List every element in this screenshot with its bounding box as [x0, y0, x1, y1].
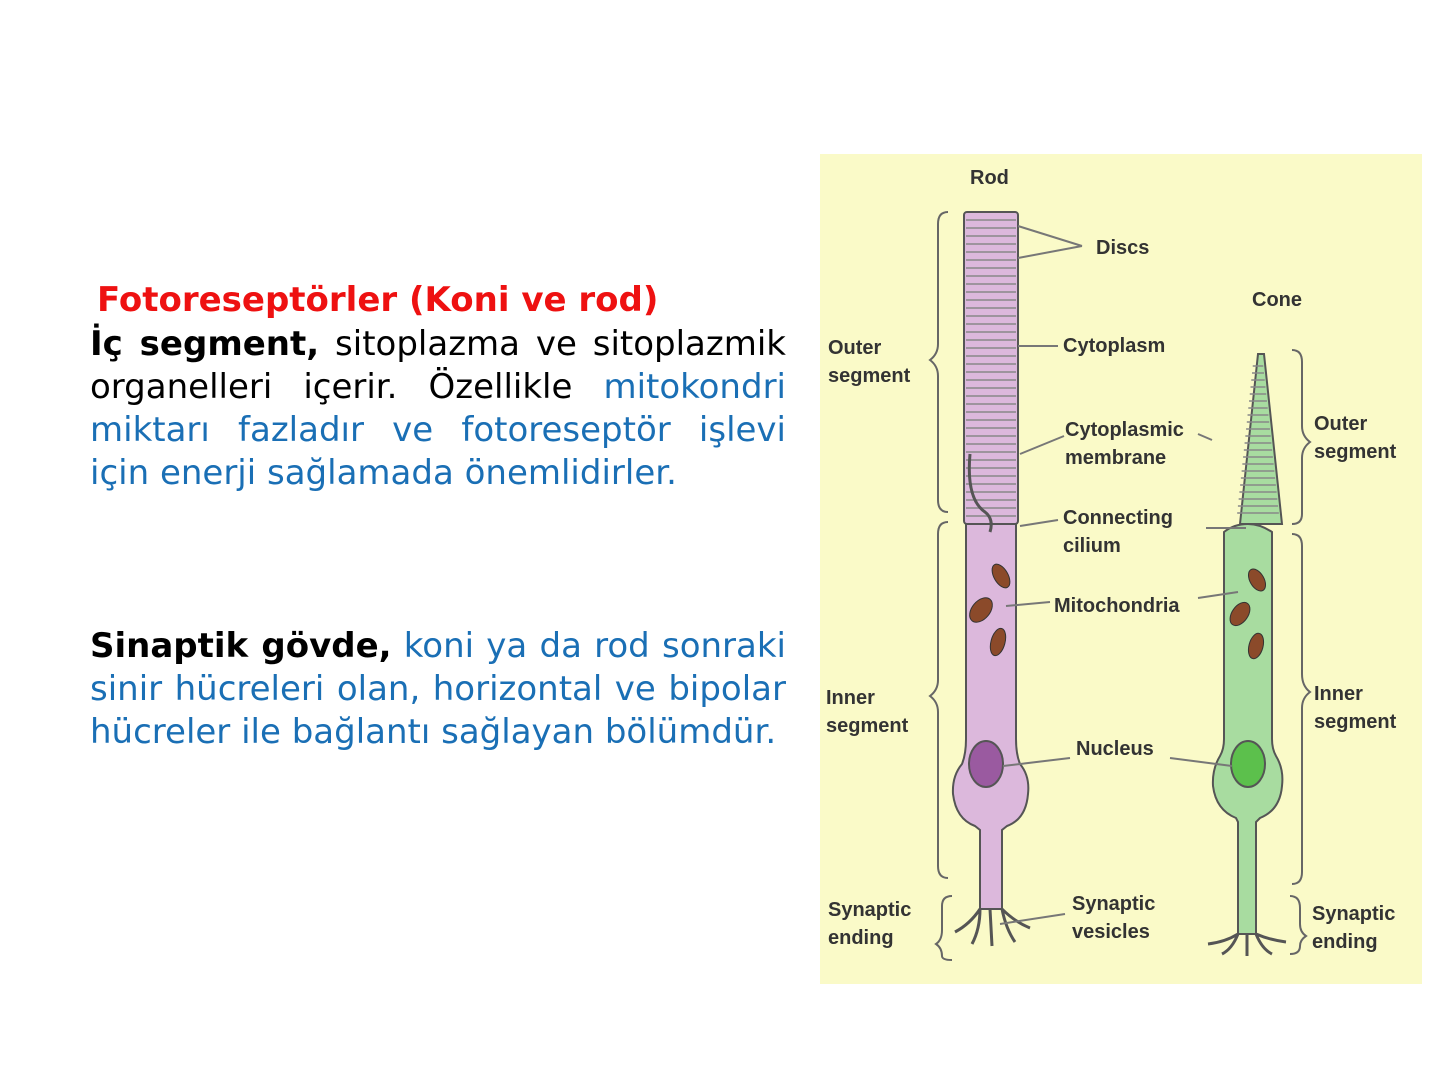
rod-nucleus: [968, 740, 1004, 788]
label-left-synaptic-1: Synaptic: [828, 899, 911, 921]
label-cytoplasmic-membrane-2: membrane: [1065, 447, 1166, 469]
label-rod: Rod: [970, 167, 1009, 189]
label-cytoplasm: Cytoplasm: [1063, 335, 1165, 357]
photoreceptor-diagram: Rod Cone Discs Cytoplasm Cytoplasmic mem…: [826, 167, 1397, 961]
paragraph1-text: sitoplazma ve sitoplazmik organelleri iç…: [90, 324, 786, 407]
label-right-synaptic-2: ending: [1312, 931, 1378, 953]
rod-synaptic-ending: [954, 907, 1031, 947]
cone-inner-segment: [1211, 522, 1284, 935]
paragraph2-text: koni ya da rod sonraki sinir hücreleri o…: [90, 626, 786, 752]
label-left-inner-2: segment: [826, 715, 909, 737]
right-braces: [1289, 349, 1312, 955]
left-braces: [928, 211, 953, 961]
cone-mitochondrion: [1229, 601, 1251, 627]
rod-mitochondrion: [969, 597, 993, 623]
term-synaptic-body: Sinaptik gövde,: [90, 626, 392, 666]
term-inner-segment: İç segment,: [90, 324, 320, 364]
label-left-outer-2: segment: [828, 365, 911, 387]
cone-lamellae: [1237, 365, 1279, 514]
label-right-synaptic-1: Synaptic: [1312, 903, 1395, 925]
rod-cilium: [967, 453, 993, 533]
leader-lines: [999, 225, 1246, 925]
cone-cell: [1207, 353, 1287, 956]
rod-mitochondrion: [989, 627, 1007, 657]
label-connecting-cilium-2: cilium: [1063, 535, 1121, 557]
cone-nucleus: [1230, 740, 1266, 788]
rod-inner-segment: [951, 523, 1030, 910]
label-discs: Discs: [1096, 237, 1149, 259]
label-connecting-cilium-1: Connecting: [1063, 507, 1173, 529]
label-right-outer-2: segment: [1314, 441, 1397, 463]
label-left-synaptic-2: ending: [828, 927, 894, 949]
paragraph-inner-segment: İç segment, sitoplazma ve sitoplazmik or…: [90, 323, 786, 495]
paragraph-synaptic-body: Sinaptik gövde, koni ya da rod sonraki s…: [90, 625, 786, 754]
label-cytoplasmic-membrane-1: Cytoplasmic: [1065, 419, 1184, 441]
label-right-inner-1: Inner: [1314, 683, 1363, 705]
rod-cell: [951, 211, 1031, 947]
label-synaptic-vesicles-2: vesicles: [1072, 921, 1150, 943]
label-right-inner-2: segment: [1314, 711, 1397, 733]
cone-mitochondrion: [1247, 568, 1267, 592]
heading: Fotoreseptörler (Koni ve rod): [97, 280, 659, 320]
label-cone: Cone: [1252, 289, 1302, 311]
label-mitochondria: Mitochondria: [1054, 595, 1180, 617]
photoreceptor-figure: Rod Cone Discs Cytoplasm Cytoplasmic mem…: [820, 154, 1422, 984]
label-left-inner-1: Inner: [826, 687, 875, 709]
label-synaptic-vesicles-1: Synaptic: [1072, 893, 1155, 915]
rod-mitochondrion: [991, 563, 1011, 589]
cone-outer-segment: [1238, 353, 1284, 525]
label-right-outer-1: Outer: [1314, 413, 1368, 435]
cone-synaptic-ending: [1207, 932, 1287, 956]
rod-discs: [966, 219, 1016, 517]
label-left-outer-1: Outer: [828, 337, 882, 359]
label-nucleus: Nucleus: [1076, 738, 1154, 760]
paragraph1-highlight: mitokondri miktarı fazladır ve fotoresep…: [90, 367, 786, 493]
cone-mitochondrion: [1247, 632, 1265, 660]
rod-outer-segment: [963, 211, 1019, 525]
